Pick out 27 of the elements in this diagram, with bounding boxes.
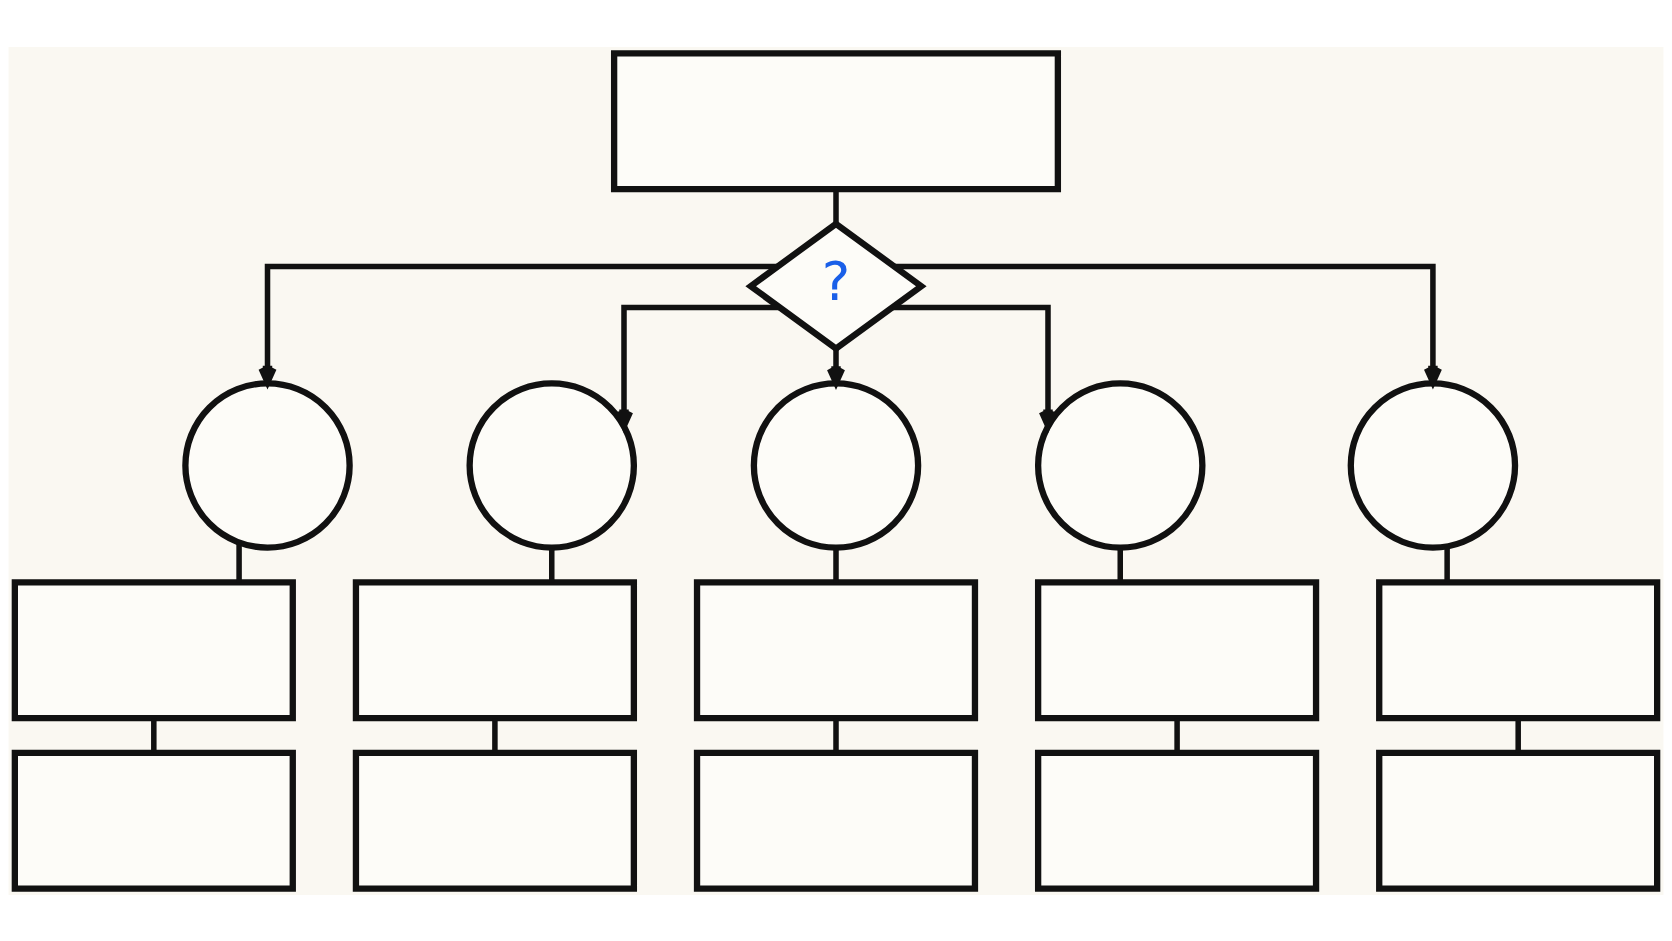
connector (1174, 718, 1180, 752)
connector (151, 718, 157, 752)
node-circle (750, 379, 922, 551)
connector (1515, 718, 1521, 752)
connector (492, 718, 498, 752)
node-box (1376, 749, 1661, 892)
node-circle (182, 379, 353, 551)
node-box (11, 578, 296, 721)
node-box (1376, 578, 1661, 721)
node-box (352, 578, 638, 721)
node-circle (1034, 379, 1206, 551)
node-box (1034, 749, 1320, 892)
connector (833, 547, 839, 582)
node-diamond: ? (745, 219, 927, 353)
node-box (11, 749, 296, 892)
connector (236, 542, 242, 582)
node-box (610, 49, 1062, 192)
connector (549, 547, 555, 582)
node-box (1034, 578, 1320, 721)
node-circle (1347, 379, 1519, 551)
connector (1444, 546, 1450, 582)
node-circle (466, 379, 638, 551)
node-box (352, 749, 638, 892)
node-box (693, 578, 979, 721)
connector (833, 718, 839, 752)
node-box (693, 749, 979, 892)
connector (1117, 547, 1123, 582)
